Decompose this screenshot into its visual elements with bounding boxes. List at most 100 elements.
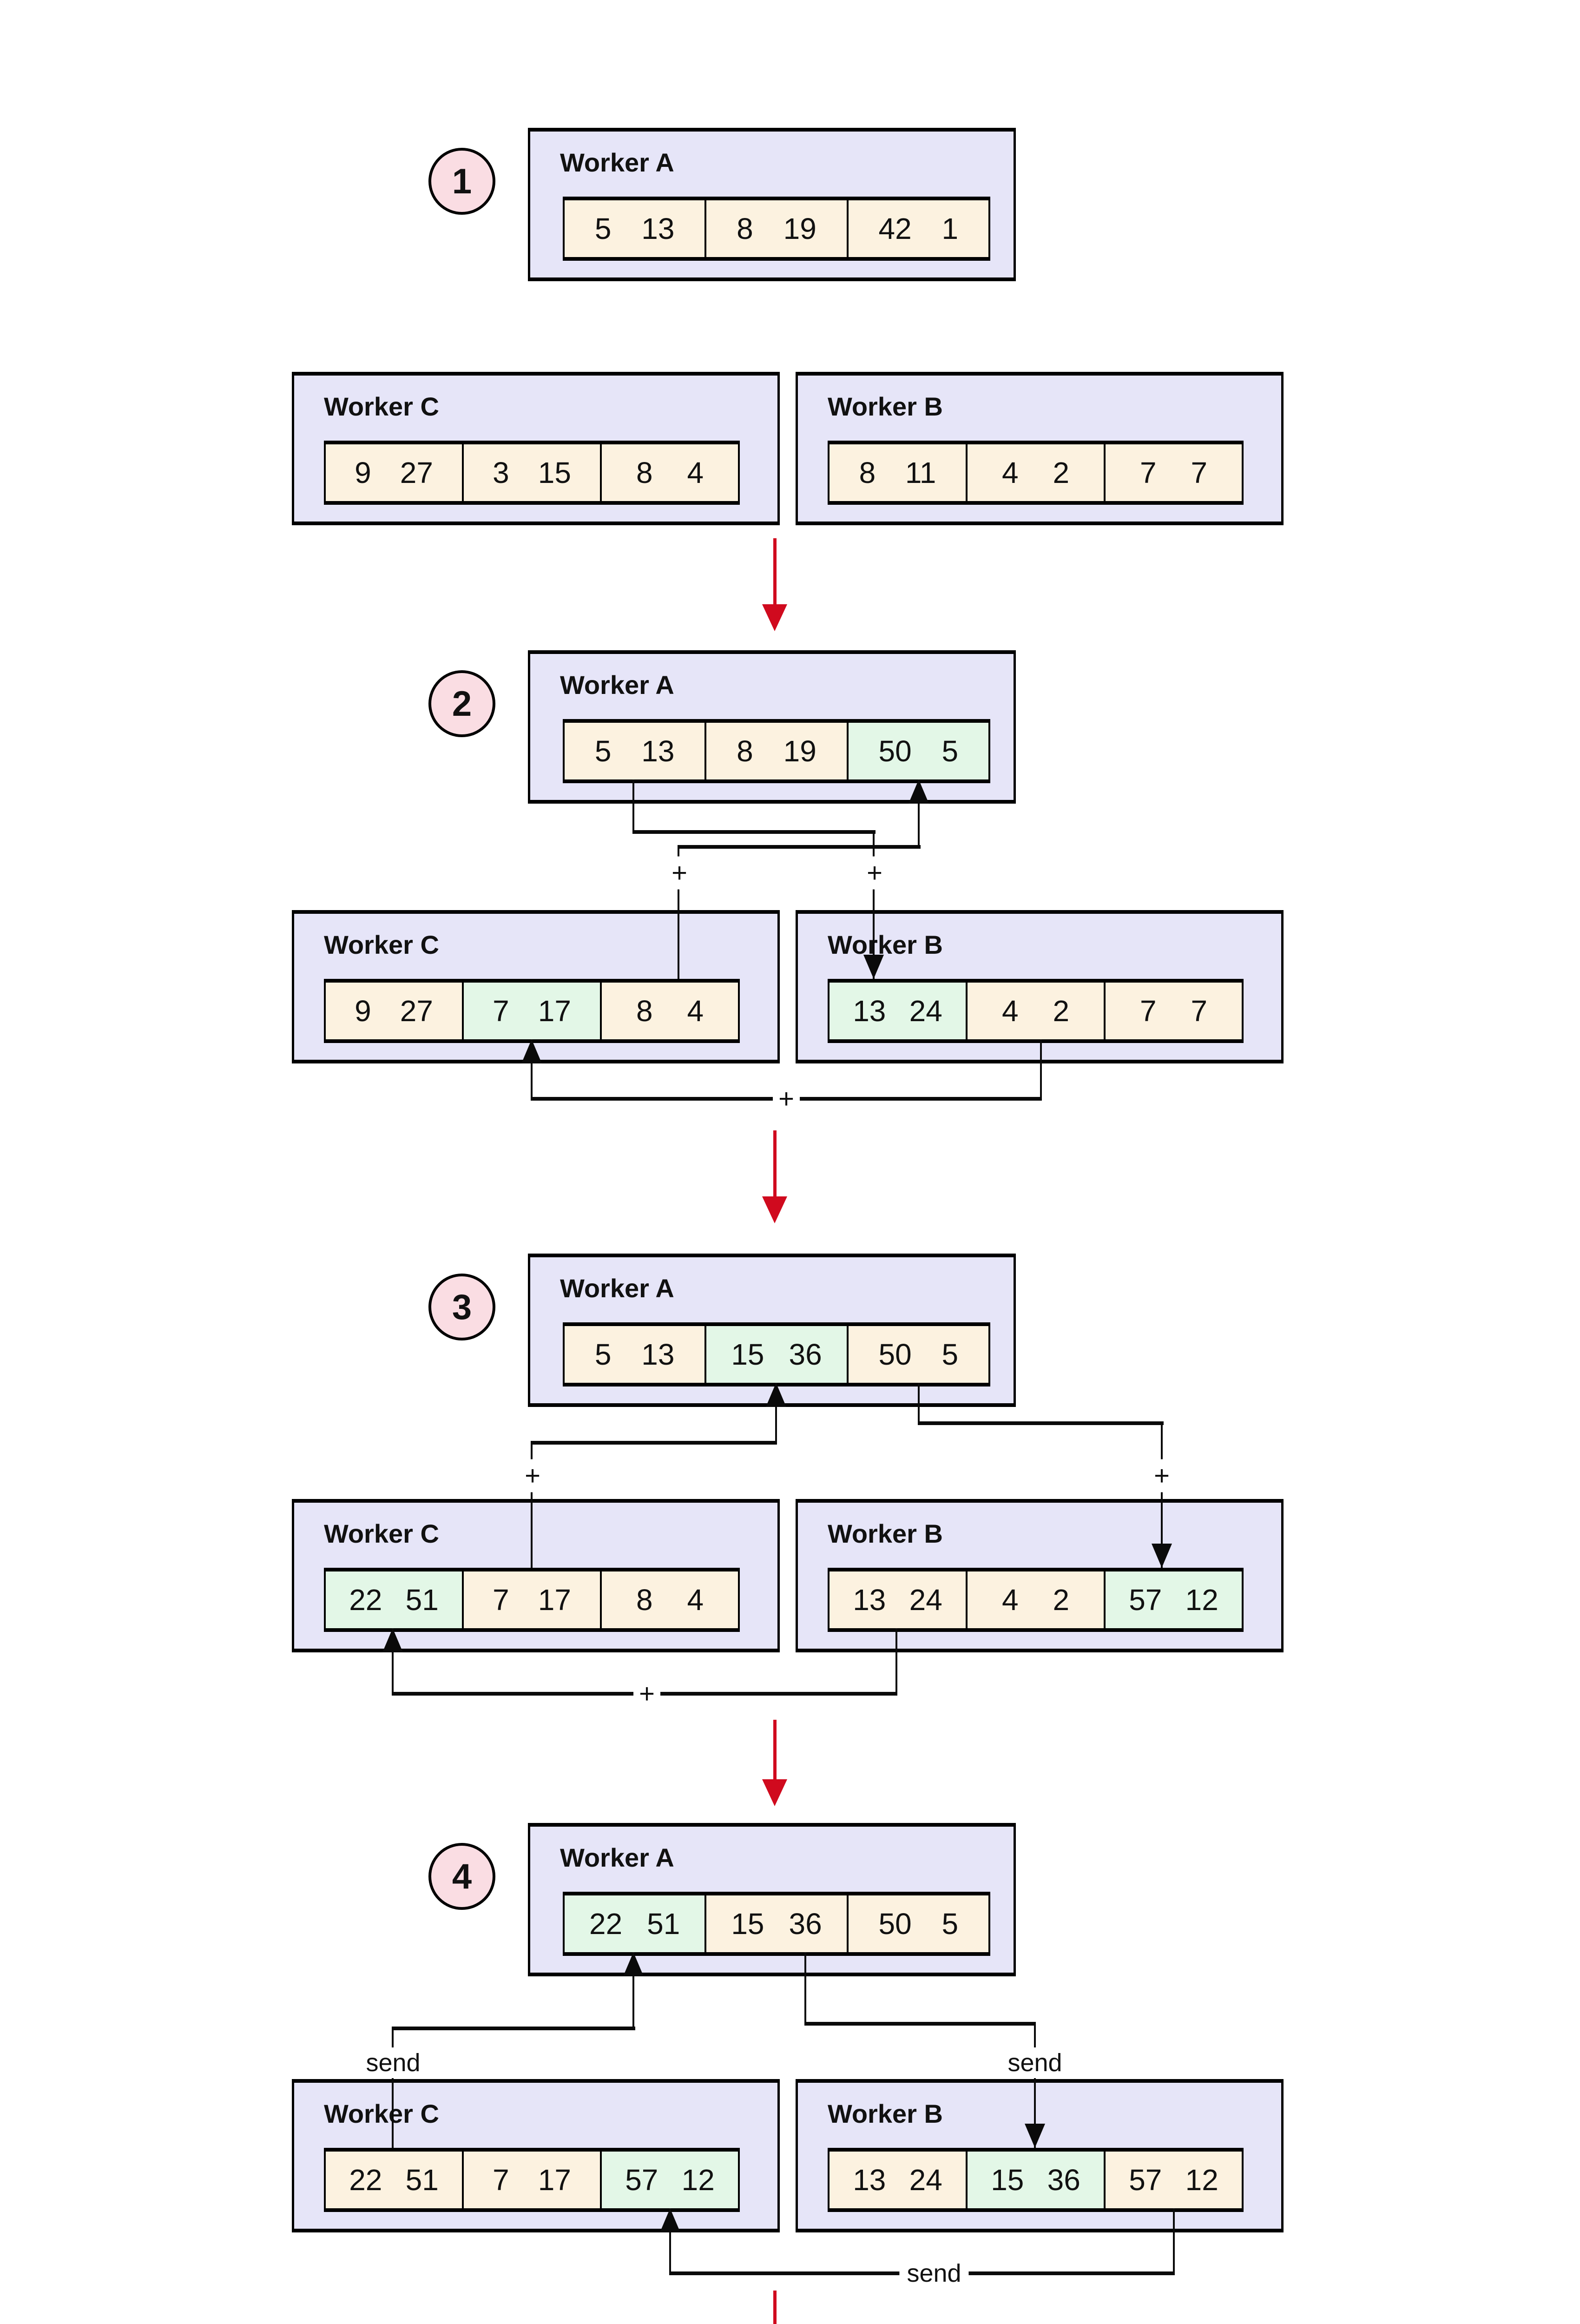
step1-worker-a-box: Worker A 5 13 8 19 42 1 (528, 128, 1016, 281)
cell-value: 4 (687, 1583, 704, 1617)
step3-worker-b-box: Worker B 13 24 4 2 57 12 (796, 1499, 1284, 1652)
cell-value: 8 (737, 212, 753, 245)
send-label: send (1000, 2047, 1070, 2078)
cell-value: 12 (1185, 1583, 1218, 1617)
flow-arrow-head-icon (762, 1779, 787, 1806)
plus-label: + (519, 1459, 546, 1492)
worker-title: Worker B (828, 2099, 943, 2128)
cell-value: 2 (1053, 994, 1070, 1028)
array-cell: 8 4 (602, 444, 738, 501)
connector-line (632, 779, 634, 834)
worker-title: Worker A (560, 1274, 674, 1303)
arrowhead-up-icon (908, 779, 929, 804)
flow-arrow-shaft (773, 2291, 777, 2324)
array-cell: 15 36 (706, 1895, 849, 1952)
flow-arrow-head-icon (762, 604, 787, 631)
connector-line (632, 1952, 634, 2028)
arrowhead-up-icon (623, 1952, 644, 1976)
cell-value: 22 (349, 2163, 382, 2197)
array-cell: 13 24 (830, 2152, 968, 2208)
connector-line (531, 1443, 533, 1568)
cell-value: 50 (878, 1907, 912, 1941)
array-cell-highlighted: 57 12 (1106, 1571, 1242, 1628)
cell-value: 57 (1129, 1583, 1162, 1617)
cell-value: 13 (853, 2163, 886, 2197)
cell-value: 51 (405, 1583, 439, 1617)
cell-value: 2 (1053, 456, 1070, 489)
cell-value: 5 (941, 1338, 959, 1371)
connector-line (1034, 2022, 1036, 2148)
step-number: 1 (452, 161, 472, 201)
connector-line (392, 1628, 394, 1694)
connector-line (678, 847, 679, 979)
worker-title: Worker B (828, 930, 943, 959)
plus-label: + (861, 856, 888, 890)
array-cell: 7 17 (464, 2152, 602, 2208)
connector-line (531, 1039, 533, 1099)
connector-line (804, 1952, 806, 2025)
cell-value: 8 (737, 734, 753, 768)
arrowhead-up-icon (660, 2208, 680, 2232)
cell-value: 22 (349, 1583, 382, 1617)
array-row: 13 24 4 2 7 7 (828, 979, 1244, 1043)
arrowhead-down-icon (863, 955, 884, 979)
array-row: 5 13 8 19 42 1 (563, 197, 990, 261)
array-row: 13 24 4 2 57 12 (828, 1568, 1244, 1632)
worker-title: Worker C (324, 930, 439, 959)
step-badge-3: 3 (428, 1274, 495, 1340)
array-row: 5 13 15 36 50 5 (563, 1322, 990, 1386)
arrowhead-up-icon (382, 1628, 403, 1652)
cell-value: 19 (783, 734, 816, 768)
cell-value: 12 (681, 2163, 715, 2197)
worker-title: Worker A (560, 1843, 674, 1872)
array-cell: 50 5 (848, 1895, 988, 1952)
cell-value: 24 (909, 994, 942, 1028)
cell-value: 36 (1047, 2163, 1080, 2197)
worker-title: Worker C (324, 1519, 439, 1548)
array-row: 8 11 4 2 7 7 (828, 441, 1244, 505)
array-row: 9 27 7 17 8 4 (324, 979, 740, 1043)
step-number: 4 (452, 1856, 472, 1896)
array-cell-highlighted: 22 51 (326, 1571, 464, 1628)
connector-line (918, 1421, 1164, 1425)
cell-value: 4 (687, 994, 704, 1028)
cell-value: 19 (783, 212, 816, 245)
array-row: 22 51 15 36 50 5 (563, 1892, 990, 1956)
cell-value: 15 (538, 456, 571, 489)
cell-value: 4 (1001, 456, 1019, 489)
connector-line (1161, 1421, 1163, 1568)
cell-value: 27 (400, 994, 433, 1028)
array-cell: 3 15 (464, 444, 602, 501)
array-cell: 4 2 (968, 1571, 1106, 1628)
connector-line (678, 845, 921, 849)
arrowhead-up-icon (521, 1039, 542, 1063)
cell-value: 17 (538, 2163, 571, 2197)
cell-value: 4 (1001, 1583, 1019, 1617)
cell-value: 5 (941, 734, 959, 768)
step4-worker-a-box: Worker A 22 51 15 36 50 5 (528, 1823, 1016, 1976)
cell-value: 5 (594, 734, 612, 768)
plus-label: + (666, 856, 693, 890)
array-cell: 4 2 (968, 444, 1106, 501)
array-cell: 22 51 (326, 2152, 464, 2208)
cell-value: 50 (878, 1338, 912, 1371)
array-cell-highlighted: 22 51 (565, 1895, 707, 1952)
connector-line (804, 2022, 1036, 2026)
cell-value: 3 (493, 456, 509, 489)
connector-line (392, 2027, 635, 2030)
array-cell: 8 19 (706, 723, 849, 779)
cell-value: 13 (641, 1338, 675, 1371)
worker-title: Worker B (828, 1519, 943, 1548)
cell-value: 2 (1053, 1583, 1070, 1617)
cell-value: 51 (405, 2163, 439, 2197)
cell-value: 24 (909, 1583, 942, 1617)
plus-label: + (773, 1082, 800, 1116)
step1-worker-c-box: Worker C 9 27 3 15 8 4 (292, 372, 780, 525)
cell-value: 7 (493, 1583, 509, 1617)
step4-worker-b-box: Worker B 13 24 15 36 57 12 (796, 2079, 1284, 2232)
connector-line (918, 1383, 920, 1425)
cell-value: 50 (878, 734, 912, 768)
array-cell: 8 19 (706, 200, 849, 257)
cell-value: 1 (941, 212, 959, 245)
array-cell: 7 7 (1106, 983, 1242, 1039)
